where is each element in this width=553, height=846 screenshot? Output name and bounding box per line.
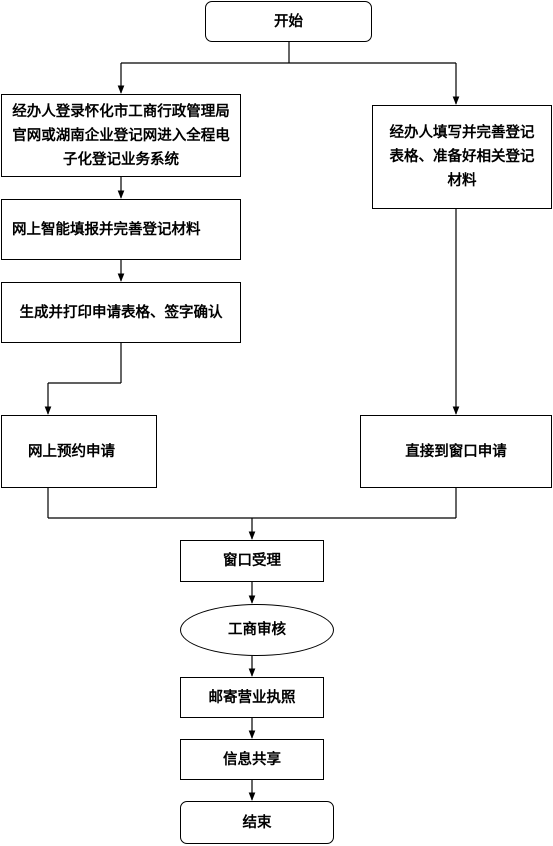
online-booking-node: 网上预约申请 [1, 415, 157, 488]
review-node: 工商审核 [180, 604, 334, 656]
info-share-node: 信息共享 [180, 739, 324, 780]
end-node: 结束 [180, 801, 334, 844]
print-sign-node: 生成并打印申请表格、签字确认 [1, 282, 241, 343]
login-system-node: 经办人登录怀化市工商行政管理局官网或湖南企业登记网进入全程电子化登记业务系统 [1, 94, 241, 177]
fill-paper-forms-node: 经办人填写并完善登记表格、准备好相关登记材料 [372, 105, 552, 209]
mail-license-node: 邮寄营业执照 [180, 677, 324, 718]
start-node: 开始 [205, 1, 372, 42]
direct-window-node: 直接到窗口申请 [360, 415, 552, 488]
online-fill-node: 网上智能填报并完善登记材料 [1, 199, 241, 260]
window-accept-node: 窗口受理 [180, 540, 324, 582]
